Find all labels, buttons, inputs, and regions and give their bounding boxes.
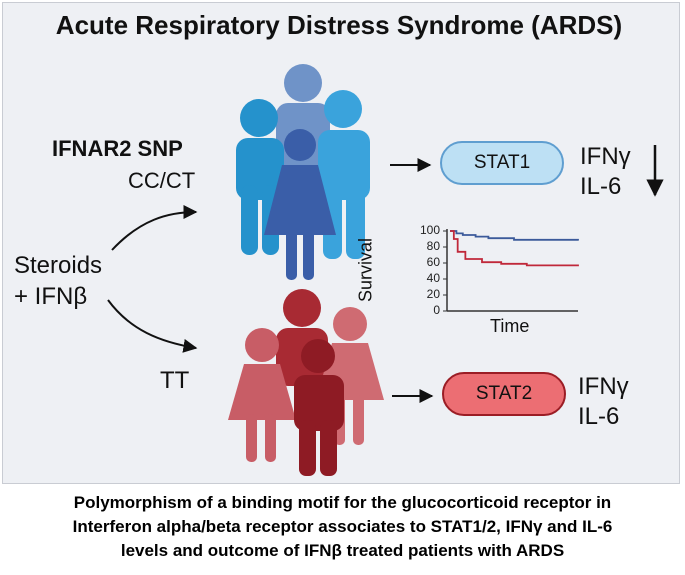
caption-line: Interferon alpha/beta receptor associate… bbox=[72, 517, 613, 536]
people-group-tt-icon bbox=[228, 289, 384, 476]
survival-series-line-2 bbox=[450, 230, 579, 267]
caption-line: levels and outcome of IFNβ treated patie… bbox=[120, 541, 565, 560]
caption-line: Polymorphism of a binding motif for the … bbox=[73, 493, 612, 512]
cytokine-ifng-1: IFNγ bbox=[580, 143, 631, 170]
y-tick-label: 0 bbox=[433, 303, 440, 317]
genotype-cc-ct: CC/CT bbox=[128, 168, 196, 193]
survival-chart bbox=[443, 229, 579, 312]
y-tick-label: 100 bbox=[419, 223, 440, 237]
chart-xlabel: Time bbox=[490, 316, 530, 336]
stat2-box: STAT2 bbox=[442, 372, 566, 416]
treatment-line2: + IFNβ bbox=[14, 283, 88, 310]
cytokine-il6-1: IL-6 bbox=[580, 173, 622, 200]
y-tick-label: 80 bbox=[426, 239, 440, 253]
y-tick-label: 20 bbox=[426, 287, 440, 301]
arrow-to-cc-ct bbox=[111, 205, 198, 251]
stat1-box: STAT1 bbox=[440, 141, 564, 185]
cytokine-ifng-2: IFNγ bbox=[578, 373, 629, 400]
figure-caption: Polymorphism of a binding motif for the … bbox=[0, 491, 685, 563]
chart-ylabel: Survival bbox=[355, 237, 376, 303]
y-tick-label: 40 bbox=[426, 271, 440, 285]
y-tick-label: 60 bbox=[426, 255, 440, 269]
survival-series-line-1 bbox=[450, 230, 579, 241]
cytokine-il6-2: IL-6 bbox=[578, 403, 620, 430]
genotype-tt: TT bbox=[160, 367, 190, 394]
snp-label: IFNAR2 SNP bbox=[52, 136, 183, 161]
people-group-cc-ct-icon bbox=[236, 64, 370, 280]
arrow-to-tt bbox=[107, 299, 198, 353]
treatment-line1: Steroids bbox=[14, 252, 103, 279]
page-title: Acute Respiratory Distress Syndrome (ARD… bbox=[55, 10, 623, 40]
